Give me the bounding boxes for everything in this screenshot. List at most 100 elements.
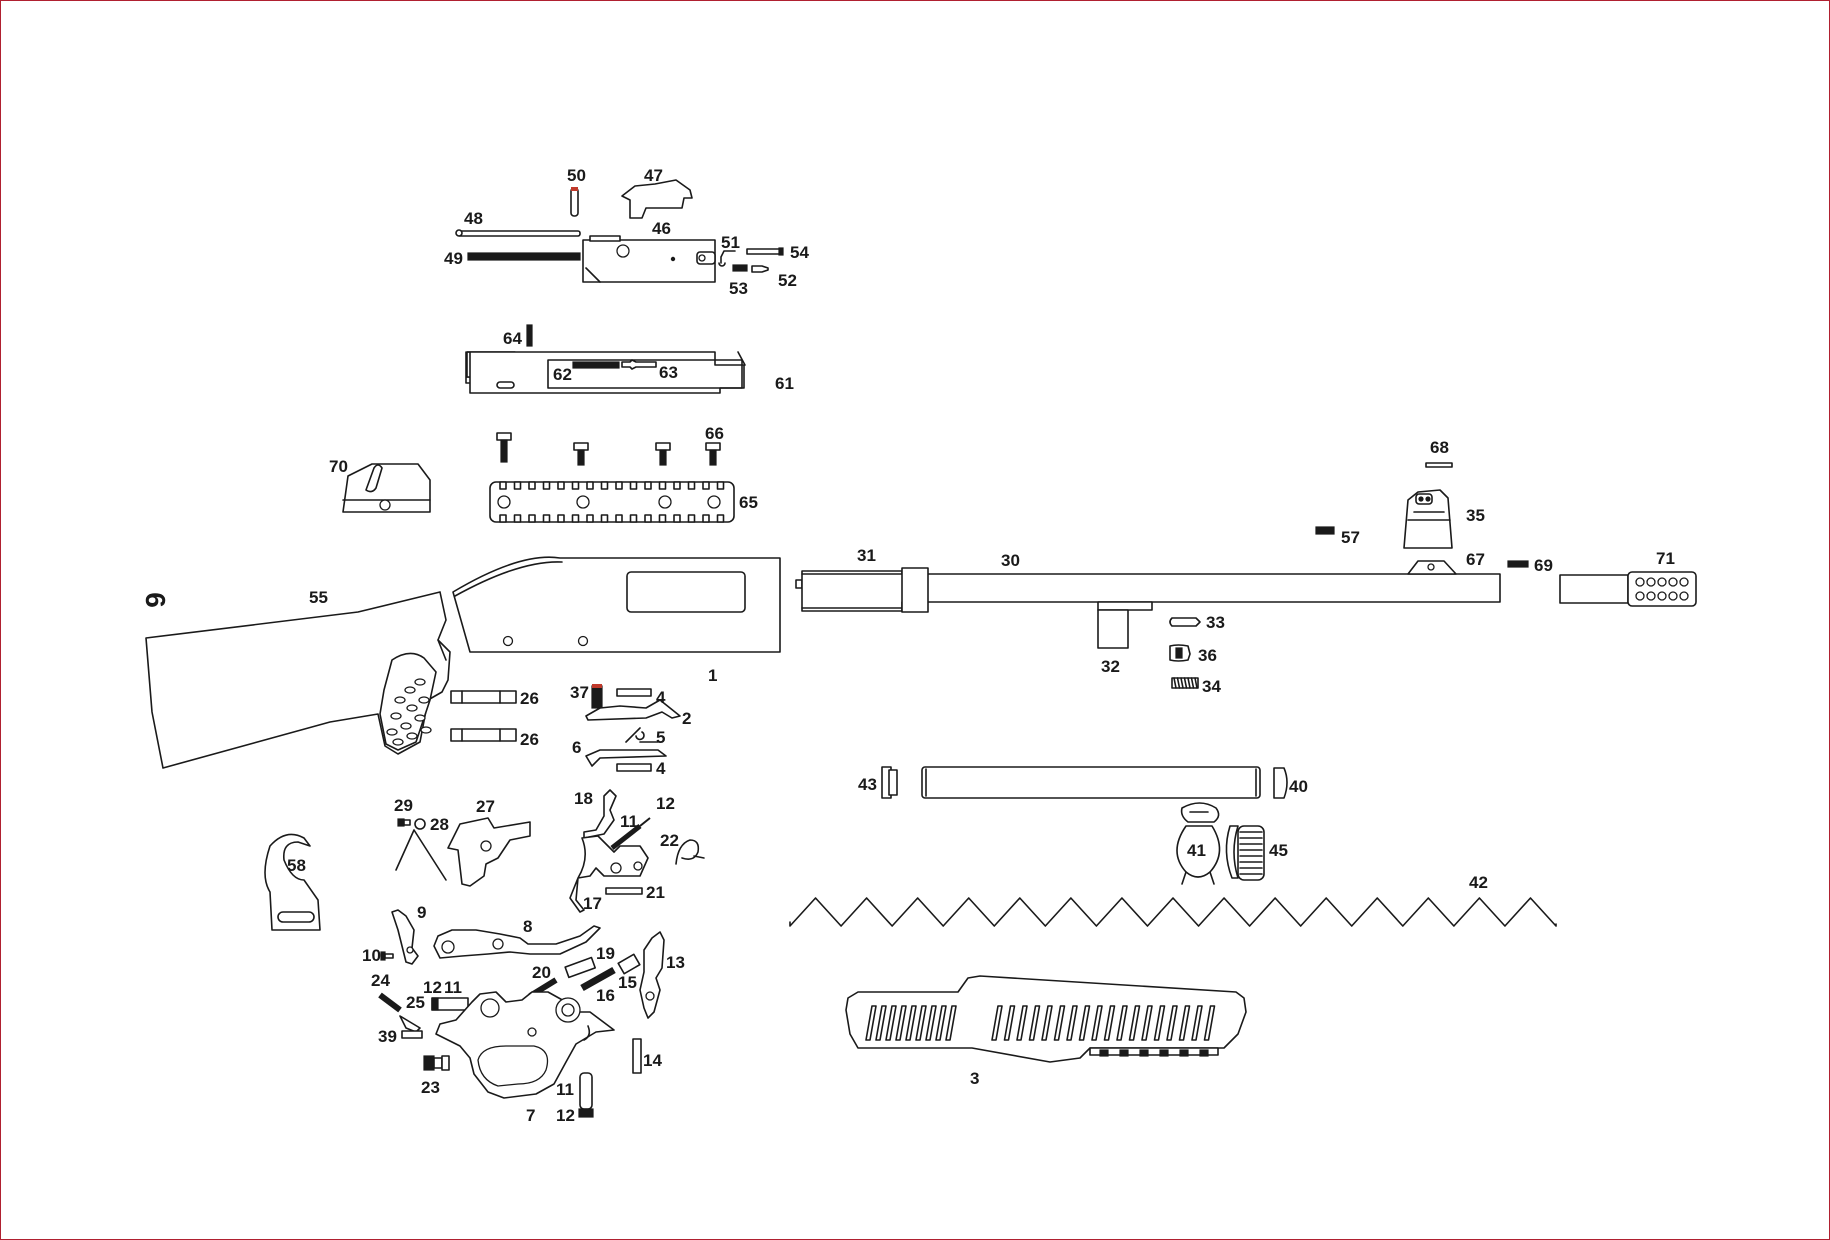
part-69-pin [1507,560,1529,568]
label-62: 62 [553,365,572,384]
part-13-disconnector [639,931,665,1019]
label-2: 2 [682,709,691,728]
part-25-pin [399,1015,421,1033]
label-64: 64 [503,329,522,348]
part-4-pin-upper [616,688,652,697]
part-33-pin [1169,617,1201,627]
part-28-spring [395,818,447,881]
label-68: 68 [1430,438,1449,457]
label-11a: 11 [620,812,638,831]
label-13: 13 [666,953,685,972]
part-labels: 1 2 3 4 4 5 6 7 8 9 10 11 11 11 12 12 12… [287,166,1675,1125]
part-55-stock [145,591,451,769]
label-22: 22 [660,831,679,850]
label-43: 43 [858,775,877,794]
label-1: 1 [708,666,717,685]
part-58-sling-swivel [264,833,321,931]
label-57: 57 [1341,528,1360,547]
label-25: 25 [406,993,425,1012]
label-40: 40 [1289,777,1308,796]
part-7-trigger-guard [435,991,615,1099]
label-31: 31 [857,546,876,565]
label-7: 7 [526,1106,535,1125]
label-12b: 12 [423,978,442,997]
label-12a: 12 [656,794,675,813]
part-51-clip [718,250,736,267]
label-15: 15 [618,973,637,992]
part-62-spring [572,361,620,369]
part-23-safety [423,1055,450,1071]
label-27: 27 [476,797,495,816]
label-65: 65 [739,493,758,512]
label-28: 28 [430,815,449,834]
label-32: 32 [1101,657,1120,676]
label-54: 54 [790,243,809,262]
part-40-end-cap [1273,767,1288,799]
part-10-pin [380,951,394,961]
part-14-pin [632,1038,642,1074]
label-12c: 12 [556,1106,575,1125]
part-65-picatinny-rail [489,481,735,523]
label-46: 46 [652,219,671,238]
label-71: 71 [1656,549,1675,568]
label-67: 67 [1466,550,1485,569]
part-29-screw [397,818,411,827]
label-18: 18 [574,789,593,808]
part-64-pin [526,324,533,347]
label-10: 10 [362,946,381,965]
part-35-front-sight [1403,489,1453,549]
part-45-nut [1225,825,1265,881]
label-24: 24 [371,971,390,990]
label-37: 37 [570,683,589,702]
label-30: 30 [1001,551,1020,570]
label-17: 17 [583,894,602,913]
label-4: 4 [656,688,666,707]
label-63: 63 [659,363,678,382]
part-41-sling-swivel [1176,802,1221,885]
label-11b: 11 [444,978,462,997]
part-43-cap [881,766,898,799]
label-55: 55 [309,588,328,607]
part-37-spring [591,684,603,709]
label-20: 20 [532,963,551,982]
label-48: 48 [464,209,483,228]
label-14: 14 [643,1051,662,1070]
label-26b: 26 [520,730,539,749]
label-4b: 4 [656,759,666,778]
label-49: 49 [444,249,463,268]
page-number: 6 [140,592,171,608]
part-17-hammer [569,835,649,913]
part-42-magazine-spring [789,897,1557,927]
part-63-plunger [621,359,657,370]
label-11c: 11 [556,1080,574,1099]
label-58: 58 [287,856,306,875]
part-3-forend [845,975,1247,1063]
part-9-lever [391,909,419,965]
part-6-link [585,749,667,767]
part-36-cap [1169,644,1191,662]
label-33: 33 [1206,613,1225,632]
label-70: 70 [329,457,348,476]
label-36: 36 [1198,646,1217,665]
part-48-rod [455,229,581,237]
part-11-12-plunger-bottom [578,1072,594,1118]
label-8: 8 [523,917,532,936]
part-61-action-slide [465,351,746,394]
label-45: 45 [1269,841,1288,860]
part-19-pin [564,956,597,979]
label-39: 39 [378,1027,397,1046]
part-47-extractor [621,179,693,219]
label-50: 50 [567,166,586,185]
label-16: 16 [596,986,615,1005]
part-68-pin [1425,462,1453,468]
part-39-pin [401,1030,423,1039]
part-27-trigger-plate [447,817,531,887]
part-54-pin [746,248,781,255]
label-5: 5 [656,728,665,747]
part-24-spring [378,992,402,1013]
part-50-pin [570,187,579,217]
part-26-pins [450,690,517,742]
part-52-firing-pin [751,265,769,273]
part-4-pin-lower [616,763,652,772]
